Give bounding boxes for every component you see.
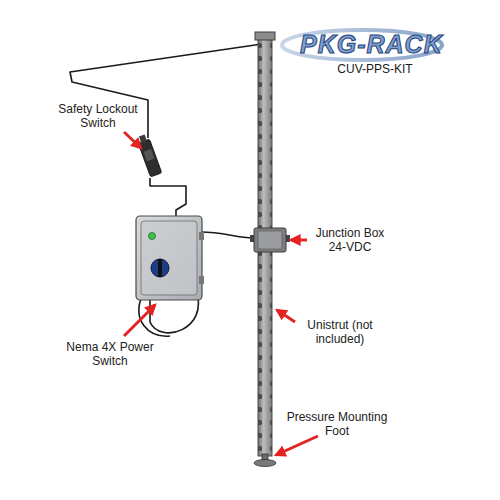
callout-arrow — [276, 436, 318, 455]
hinge — [199, 276, 204, 284]
callout-label: Junction Box 24-VDC — [308, 226, 392, 254]
top-pressure-cap — [255, 32, 275, 40]
cable — [150, 178, 186, 218]
enclosure-body — [136, 216, 202, 300]
pressure-mounting-foot — [254, 454, 276, 467]
indicator-light — [149, 233, 156, 240]
enclosure-door — [141, 221, 197, 295]
switch-gland — [139, 134, 147, 143]
switch-handle — [158, 259, 162, 277]
hinge — [199, 232, 204, 240]
callout-arrow — [291, 239, 307, 242]
foot-pad — [254, 460, 276, 467]
callout-arrow — [124, 132, 141, 148]
cable — [200, 232, 254, 238]
callout-arrow — [124, 305, 155, 336]
callout-arrows — [124, 132, 318, 455]
callout-label: Pressure Mounting Foot — [282, 410, 392, 438]
callout-label: Nema 4X Power Switch — [64, 340, 156, 368]
junction-box-body — [254, 228, 286, 252]
cable — [70, 44, 262, 336]
brand-logo: PKG-RACK — [300, 30, 443, 58]
switch-lever — [144, 149, 155, 161]
logo-swoosh — [282, 30, 442, 60]
callout-label: Safety Lockout Switch — [48, 102, 148, 130]
power-switch-enclosure — [136, 216, 204, 300]
rotary-switch — [151, 259, 169, 277]
callout-arrow — [277, 310, 295, 322]
junction-box-lid — [258, 231, 282, 249]
junction-box — [250, 228, 290, 252]
switch-body — [138, 139, 162, 177]
model-number: CUV-PPS-KIT — [330, 62, 420, 76]
callout-label: Unistrut (not included) — [292, 318, 388, 346]
safety-lockout-switch — [136, 133, 162, 177]
